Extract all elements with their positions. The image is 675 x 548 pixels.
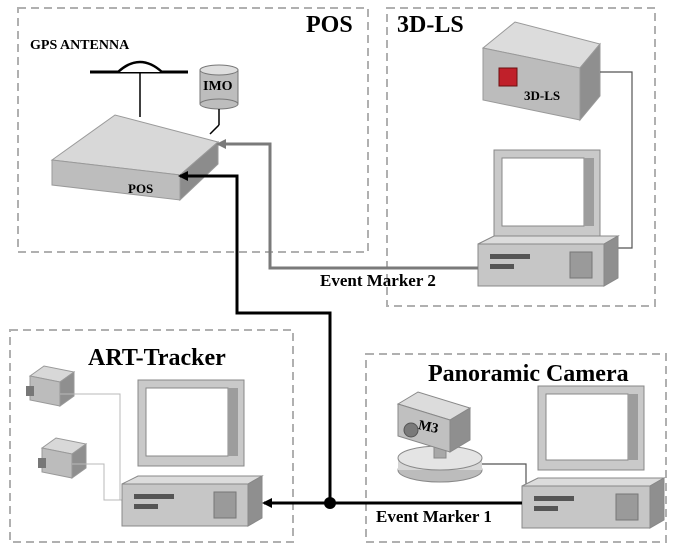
event-marker-1-branch-to-pos — [178, 171, 332, 503]
3dls-computer-icon — [477, 149, 620, 287]
event-marker-1-label: Event Marker 1 — [376, 507, 492, 526]
scanner-label: 3D-LS — [524, 88, 561, 103]
3dls-group-box — [386, 7, 656, 307]
event-marker-2-line — [216, 139, 478, 270]
3dls-group-title: 3D-LS — [397, 12, 464, 38]
pos-group-box — [17, 7, 369, 253]
art-tracker-group-title: ART-Tracker — [88, 345, 226, 371]
art-tracker-computer-icon — [121, 379, 264, 527]
panoramic-camera-icon — [396, 391, 527, 484]
pos-unit-icon — [50, 114, 220, 202]
art-tracker-group-box — [9, 329, 294, 543]
imo-icon — [199, 64, 239, 135]
gps-antenna-icon — [90, 60, 188, 117]
tracker-camera-2-icon — [38, 437, 124, 501]
imo-label: IMO — [203, 79, 233, 94]
panoramic-camera-group-box — [365, 353, 667, 543]
event-marker-2-label: Event Marker 2 — [320, 271, 436, 290]
pos-unit-label: POS — [128, 181, 154, 196]
junction-dot — [324, 497, 336, 509]
panoramic-computer-icon — [521, 385, 666, 529]
panoramic-camera-group-title: Panoramic Camera — [428, 361, 629, 387]
pos-group-title: POS — [306, 12, 353, 38]
tracker-camera-1-icon — [26, 365, 124, 501]
gps-antenna-label: GPS ANTENNA — [30, 38, 130, 53]
